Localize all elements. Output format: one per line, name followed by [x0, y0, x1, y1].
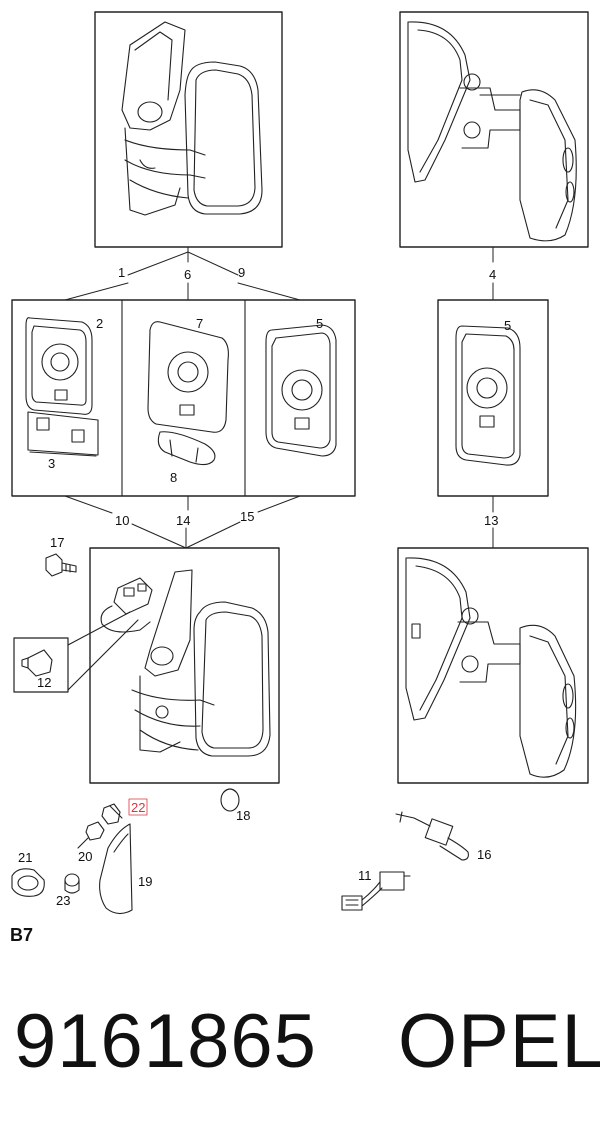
- callout-6: 6: [184, 267, 191, 282]
- section-code: B7: [10, 925, 33, 945]
- callout-13: 13: [484, 513, 498, 528]
- harness-11: [341, 871, 411, 911]
- callout-19: 19: [138, 874, 152, 889]
- callout-21: 21: [18, 850, 32, 865]
- callout-5b: 5: [504, 318, 511, 333]
- callout-11: 11: [358, 868, 372, 883]
- callout-15: 15: [240, 509, 254, 524]
- callout-22: 22: [131, 800, 145, 815]
- mirror-assembly-bottom-left: [13, 547, 280, 784]
- callout-2: 2: [96, 316, 103, 331]
- callout-14: 14: [176, 513, 190, 528]
- screw-17: [45, 553, 77, 577]
- connector-lines-middle: [64, 495, 494, 549]
- callout-3: 3: [48, 456, 55, 471]
- callout-1: 1: [118, 265, 125, 280]
- callout-8: 8: [170, 470, 177, 485]
- brand-name: OPEL: [398, 999, 600, 1084]
- callout-20: 20: [78, 849, 92, 864]
- grommet-21: [11, 868, 45, 897]
- callout-18: 18: [236, 808, 250, 823]
- connector-lines-top: [64, 246, 494, 301]
- screw-20: [77, 821, 105, 849]
- mirror-assembly-top-left: [94, 11, 283, 248]
- sensor-16: [395, 811, 469, 861]
- callout-17: 17: [50, 535, 64, 550]
- clip-22: [101, 803, 123, 825]
- cap-18: [220, 788, 240, 812]
- callout-10: 10: [115, 513, 129, 528]
- mirror-assembly-bottom-right: [397, 547, 589, 784]
- bushing-23: [64, 873, 80, 894]
- callout-23: 23: [56, 893, 70, 908]
- callout-12: 12: [37, 675, 51, 690]
- callout-labels: 1 6 9 4 2 7 5 5 3 8 10 14 15 13 17 12 22…: [10, 265, 511, 945]
- callout-9: 9: [238, 265, 245, 280]
- callout-4: 4: [489, 267, 496, 282]
- part-number: 9161865: [14, 999, 317, 1084]
- callout-5a: 5: [316, 316, 323, 331]
- exploded-parts-diagram: 1 6 9 4 2 7 5 5 3 8 10 14 15 13 17 12 22…: [10, 11, 589, 945]
- callout-16: 16: [477, 847, 491, 862]
- mirror-assembly-top-right: [399, 11, 589, 248]
- cover-19: [99, 823, 133, 915]
- mirror-glass-right: [437, 299, 549, 497]
- callout-7: 7: [196, 316, 203, 331]
- mirror-glass-group: [11, 299, 356, 497]
